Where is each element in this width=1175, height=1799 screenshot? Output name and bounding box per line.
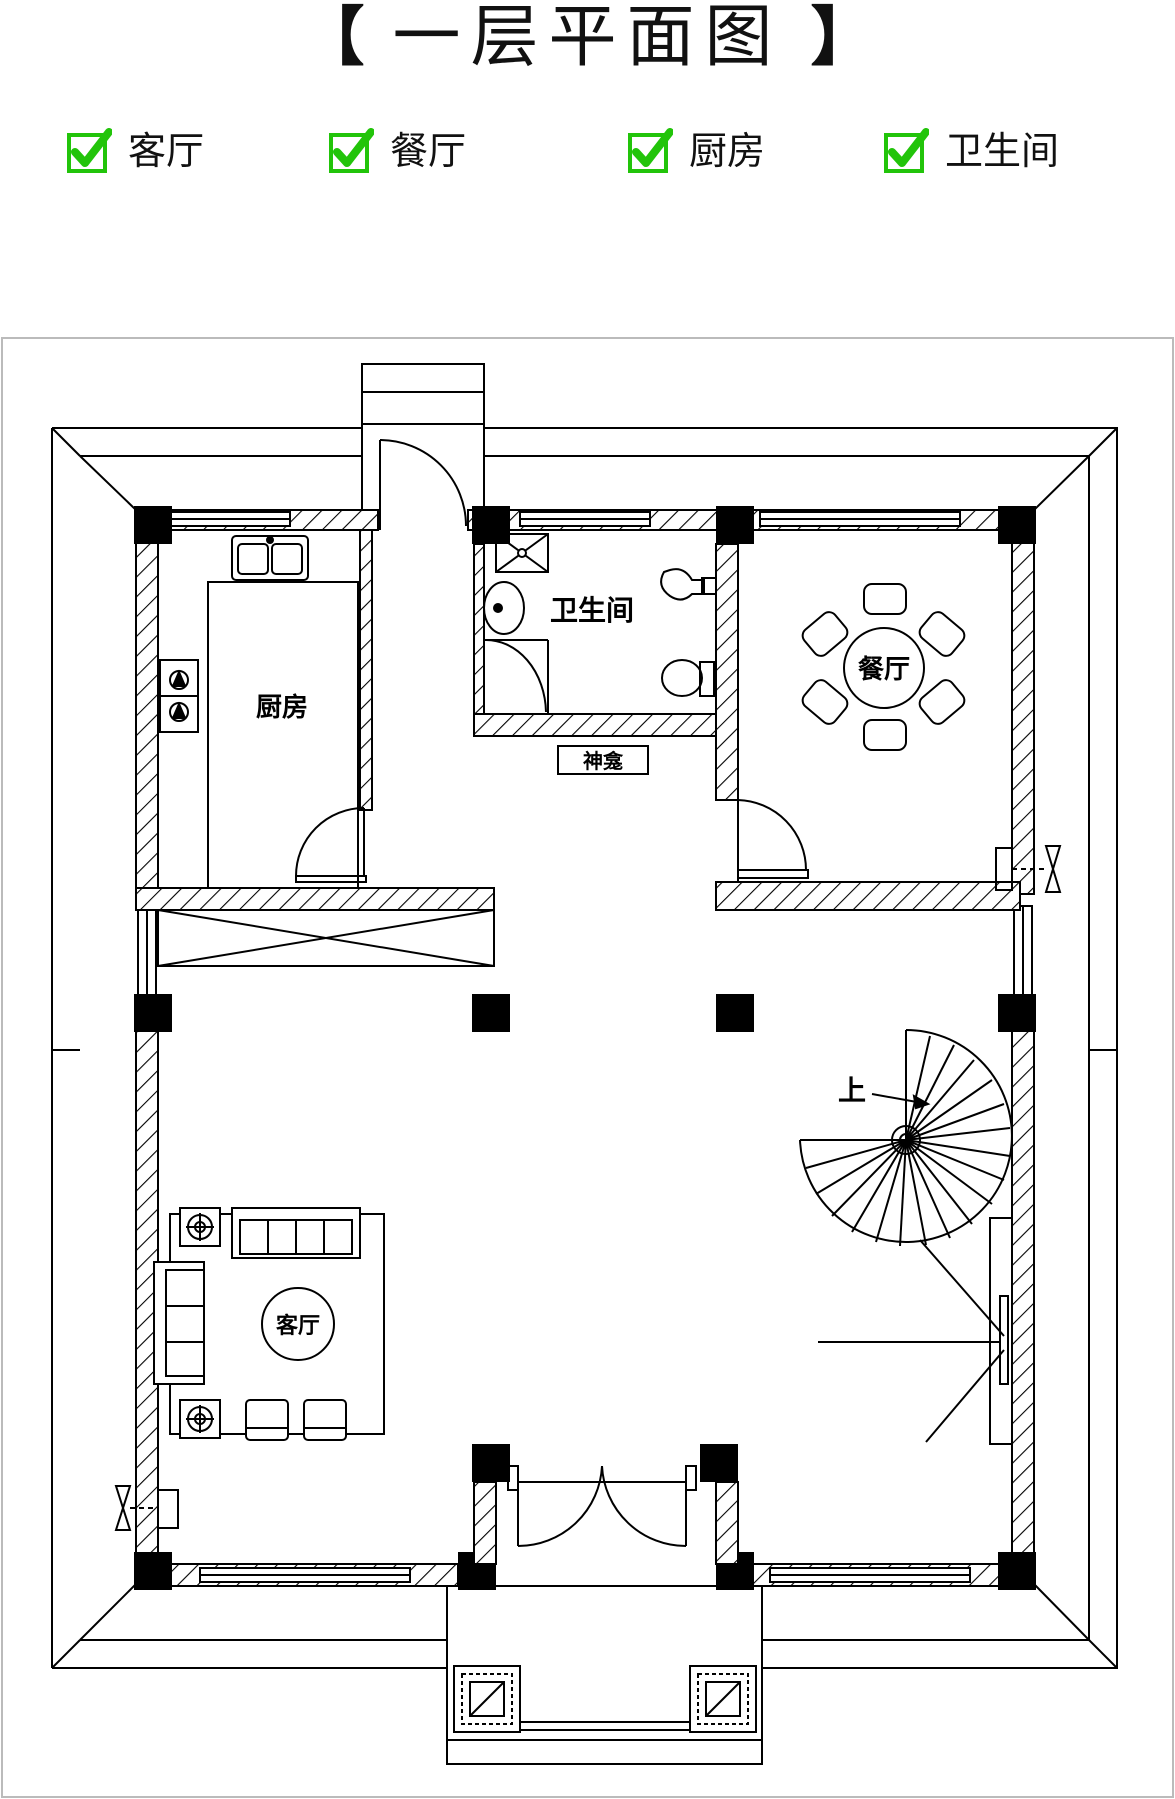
stair-side-panel [818, 1217, 1013, 1445]
room-label-dining: 餐厅 [858, 655, 910, 685]
structural-columns [134, 506, 1036, 1590]
green-check-box-icon [884, 128, 929, 173]
dining-door [737, 799, 809, 882]
back-entrance-canopy [361, 363, 485, 510]
green-check-box-icon [329, 128, 374, 173]
room-label-kitchen: 厨房 [256, 693, 308, 723]
green-check-box-icon [628, 128, 673, 173]
room-label-bathroom: 卫生间 [550, 594, 634, 627]
legend-item-living: 客厅 [66, 128, 204, 174]
dining-table-set [801, 583, 966, 751]
front-porch [446, 1585, 763, 1765]
roof-outline [51, 427, 1118, 1669]
title-right-bracket: 】 [810, 0, 875, 75]
kitchen-beam-zone [157, 909, 495, 967]
kitchen-door [295, 807, 367, 883]
bathroom-fixtures [483, 533, 717, 715]
legend-label: 卫生间 [945, 129, 1060, 173]
interior-walls [135, 529, 1021, 1565]
front-entrance-door [507, 1465, 697, 1548]
windows [137, 511, 1033, 1583]
drawing-frame [1, 337, 1174, 1798]
title-text: 一层平面图 [392, 0, 783, 77]
title-left-bracket: 【 [300, 0, 365, 75]
kitchen-fixtures [159, 535, 359, 889]
legend-label: 客厅 [128, 129, 205, 173]
page-title: 【 一层平面图 】 [0, 0, 1175, 75]
shrine-label: 神龛 [583, 749, 624, 773]
legend-label: 餐厅 [390, 129, 467, 173]
green-check-box-icon [67, 128, 112, 173]
legend-label: 厨房 [689, 129, 766, 173]
room-label-living: 客厅 [276, 1313, 320, 1339]
room-legend: 客厅 餐厅 厨房 卫生间 [0, 128, 1175, 188]
living-room-sofa-set [153, 1207, 385, 1441]
legend-item-dining: 餐厅 [328, 128, 466, 174]
legend-item-kitchen: 厨房 [627, 128, 765, 174]
spiral-staircase [799, 1029, 1013, 1247]
back-door [379, 439, 467, 530]
ac-unit-right [995, 845, 1062, 893]
stairs-up-label: 上 [838, 1074, 866, 1107]
legend-item-bathroom: 卫生间 [883, 128, 1059, 174]
shrine-niche [557, 745, 649, 775]
ac-unit-left [114, 1485, 179, 1531]
